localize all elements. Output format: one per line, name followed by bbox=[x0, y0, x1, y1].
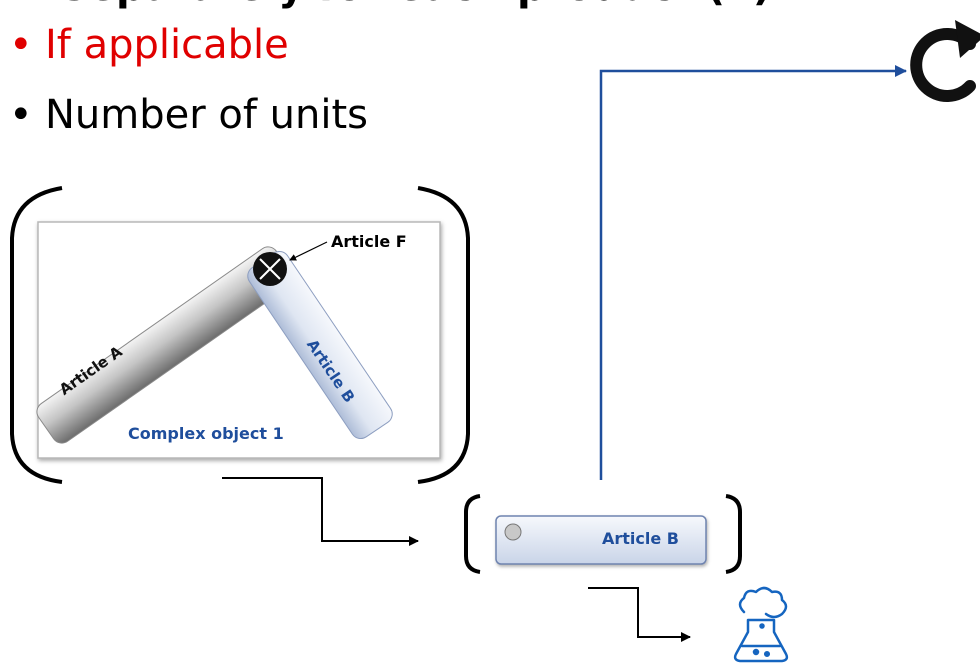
label-article-f: Article F bbox=[331, 232, 407, 251]
bullet-if-applicable: • If applicable bbox=[9, 22, 289, 68]
small-bracket-right bbox=[725, 494, 742, 574]
bracket-left bbox=[10, 186, 63, 484]
bracket-right bbox=[417, 186, 470, 484]
bullet-text: Number of units bbox=[45, 92, 369, 138]
bullet-dot: • bbox=[9, 22, 33, 68]
bullet-text: If applicable bbox=[45, 22, 289, 68]
bullet-number-of-units: • Number of units bbox=[9, 92, 369, 138]
lab-flask-icon bbox=[733, 586, 789, 663]
connector-complex-to-article-b bbox=[222, 477, 419, 546]
article-f-pointer bbox=[289, 241, 328, 261]
refresh-arrow-icon bbox=[910, 20, 980, 102]
connector-to-flask bbox=[588, 587, 691, 642]
label-complex-object: Complex object 1 bbox=[128, 424, 284, 443]
bullet-dot: • bbox=[9, 92, 33, 138]
pill-dot-icon bbox=[504, 523, 522, 541]
label-extracted-article-b: Article B bbox=[602, 529, 679, 548]
connector-up-to-refresh bbox=[599, 65, 907, 480]
article-f-joint-icon bbox=[253, 252, 287, 286]
extracted-article-b-pill bbox=[495, 515, 707, 565]
page-title-clipped: Separately for each product (2) bbox=[60, 0, 771, 10]
small-bracket-left bbox=[464, 494, 481, 574]
